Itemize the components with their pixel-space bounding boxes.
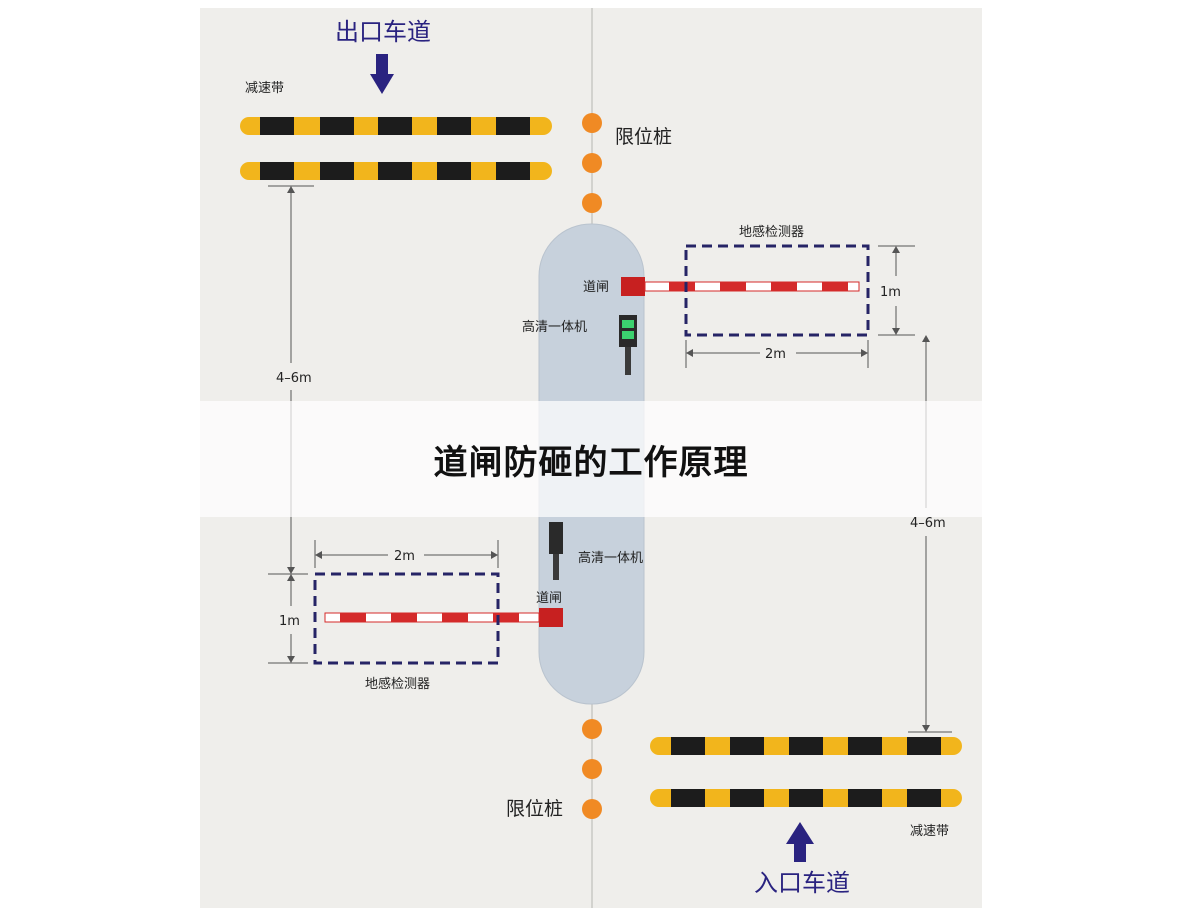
speed-bump-bottom-1 bbox=[650, 737, 962, 755]
page-title: 道闸防砸的工作原理 bbox=[433, 442, 749, 483]
entry-lane-label: 入口车道 bbox=[754, 869, 850, 897]
speed-bump-label-bottom: 减速带 bbox=[910, 824, 949, 839]
dim-label-1m-bottom: 1m bbox=[279, 614, 300, 629]
bollard-bottom-1 bbox=[582, 719, 602, 739]
gate-label-top: 道闸 bbox=[583, 280, 609, 295]
dim-label-4-6m-right: 4–6m bbox=[910, 516, 946, 531]
barrier-gate-bottom bbox=[324, 608, 563, 627]
detector-label-bottom: 地感检测器 bbox=[365, 676, 430, 692]
bollard-label-bottom: 限位桩 bbox=[506, 798, 563, 820]
title-banner: 道闸防砸的工作原理 bbox=[200, 401, 982, 517]
loop-detector-top bbox=[684, 244, 870, 337]
exit-lane-label: 出口车道 bbox=[335, 18, 431, 46]
dim-label-2m-top: 2m bbox=[765, 347, 786, 362]
camera-label-bottom: 高清一体机 bbox=[578, 550, 643, 566]
dim-label-2m-bottom: 2m bbox=[394, 549, 415, 564]
bollard-top-1 bbox=[582, 113, 602, 133]
entry-lane-arrow bbox=[786, 822, 814, 862]
bollard-bottom-3 bbox=[582, 799, 602, 819]
dim-line-2m-bottom bbox=[314, 540, 499, 568]
dim-label-4-6m-left: 4–6m bbox=[276, 371, 312, 386]
speed-bump-top-1 bbox=[240, 117, 552, 135]
loop-detector-bottom bbox=[313, 572, 500, 665]
speed-bump-top-2 bbox=[240, 162, 552, 180]
camera-label-top: 高清一体机 bbox=[522, 319, 587, 335]
dim-line-1m-top bbox=[878, 245, 915, 336]
speed-bump-label-top: 减速带 bbox=[245, 81, 284, 96]
bollard-label-top: 限位桩 bbox=[615, 126, 672, 148]
camera-unit-bottom bbox=[549, 522, 563, 580]
dim-line-1m-bottom bbox=[268, 573, 308, 664]
barrier-gate-top bbox=[621, 277, 860, 296]
gate-label-bottom: 道闸 bbox=[536, 591, 562, 606]
speed-bump-bottom-2 bbox=[650, 789, 962, 807]
bollard-top-3 bbox=[582, 193, 602, 213]
bollard-top-2 bbox=[582, 153, 602, 173]
detector-label-top: 地感检测器 bbox=[739, 224, 804, 240]
dim-label-1m-top: 1m bbox=[880, 285, 901, 300]
bollard-bottom-2 bbox=[582, 759, 602, 779]
camera-unit-top bbox=[619, 315, 637, 375]
dim-line-2m-top bbox=[685, 340, 869, 368]
exit-lane-arrow bbox=[370, 54, 394, 94]
